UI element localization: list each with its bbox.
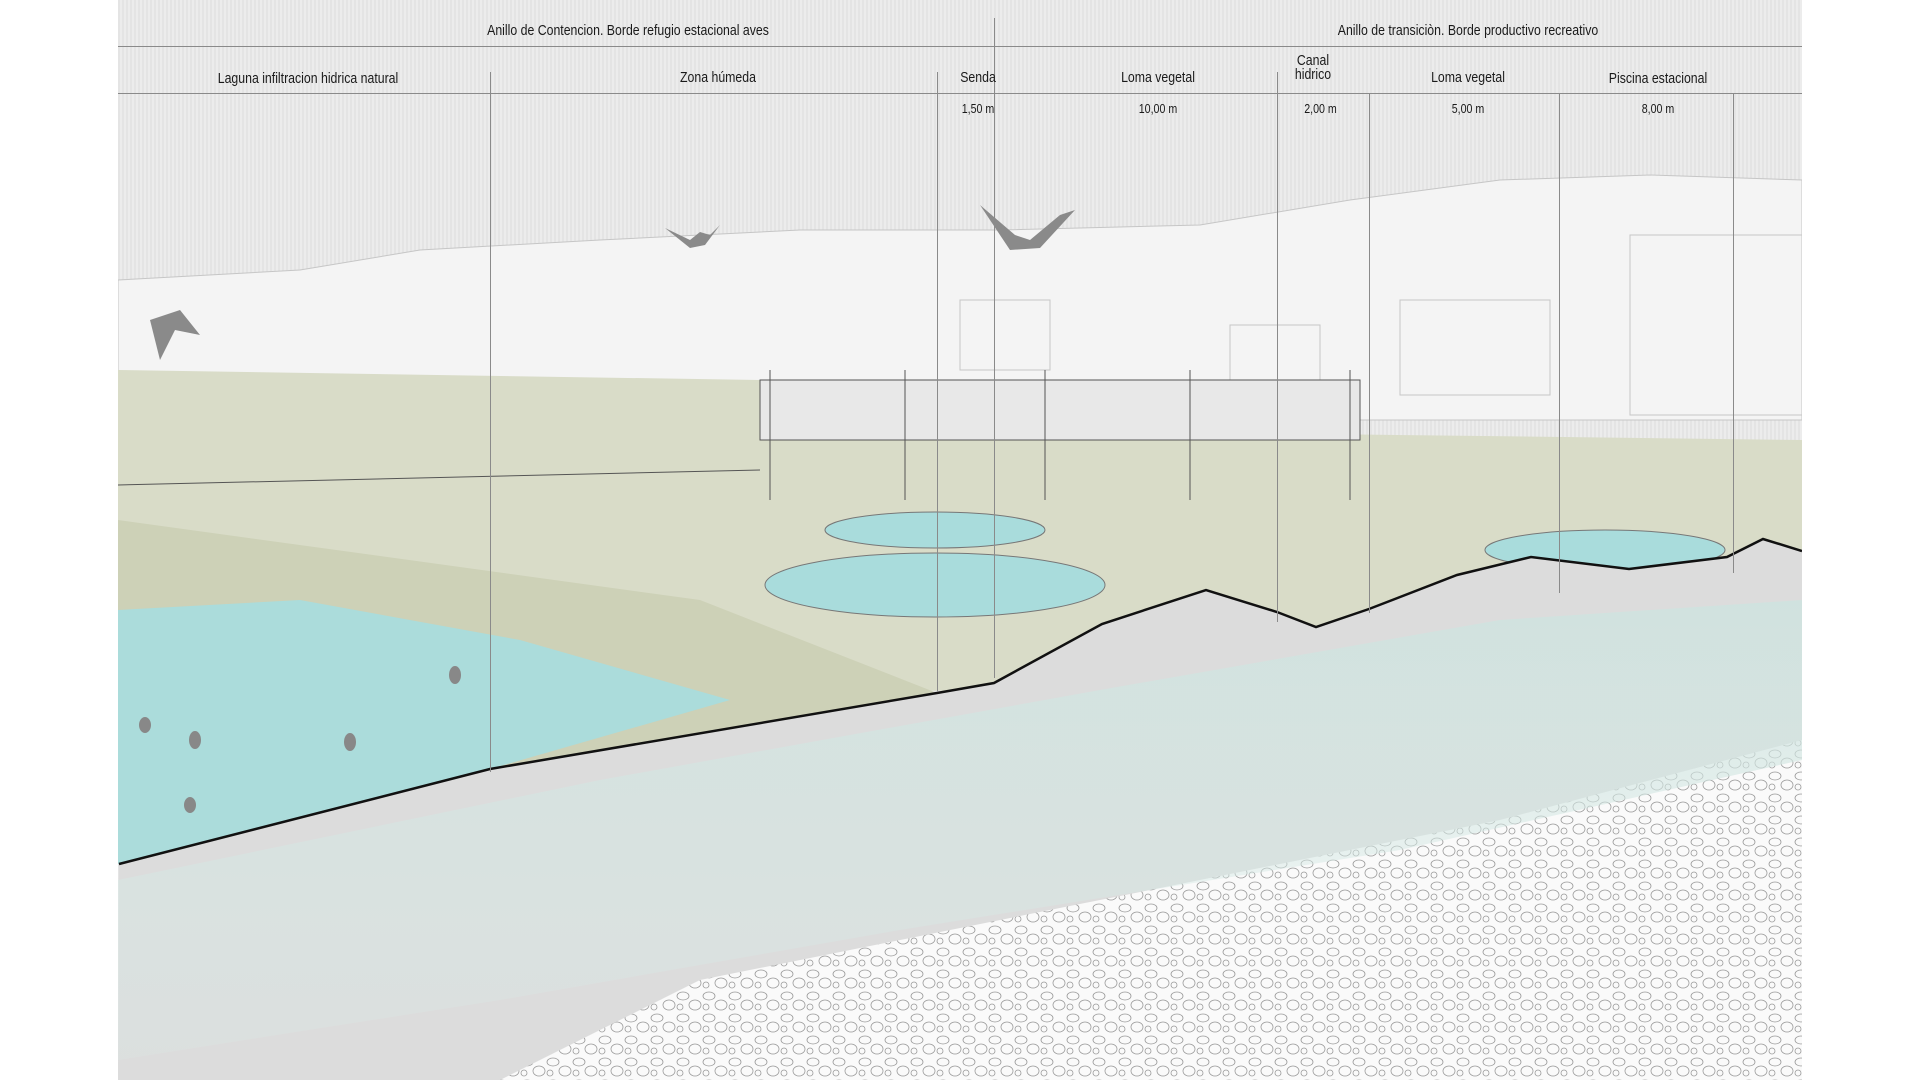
zone-divider [1733, 93, 1734, 573]
zone-width: 5,00 m [1451, 101, 1485, 116]
zone-width: 8,00 m [1641, 101, 1675, 116]
zone-divider [490, 72, 491, 772]
zone-title: Laguna infiltracion hidrica natural [217, 70, 399, 87]
zone-divider [1369, 93, 1370, 613]
zone-title: Senda [960, 69, 996, 86]
zone-width: 10,00 m [1138, 101, 1178, 116]
zone-divider [937, 72, 938, 692]
ring-title: Anillo de Contencion. Borde refugio esta… [487, 22, 769, 39]
zone-title: Loma vegetal [1121, 69, 1195, 86]
pond [824, 511, 1046, 549]
heron-icon [139, 666, 461, 813]
zone-title: Loma vegetal [1431, 69, 1505, 86]
header-divider [118, 46, 1802, 47]
section-illustration [118, 174, 1802, 1080]
zone-width: 2,00 m [1304, 101, 1337, 116]
zone-divider [1559, 93, 1560, 593]
pond [764, 552, 1106, 618]
zone-divider [1277, 72, 1278, 622]
ground-profile-line [118, 537, 1802, 866]
header-divider [118, 93, 1802, 94]
city-background [118, 174, 1802, 421]
lagoon-water [118, 600, 730, 864]
groundwater-mist [118, 600, 1802, 1060]
landscape-section-drawing: Anillo de Contencion. Borde refugio esta… [118, 0, 1802, 1080]
zone-title: Zona húmeda [680, 69, 756, 86]
zone-width: 1,50 m [961, 101, 995, 116]
zone-title: Piscina estacional [1608, 70, 1708, 87]
bird-icon [150, 205, 1075, 360]
ring-title: Anillo de transiciòn. Borde productivo r… [1337, 22, 1599, 39]
ring-divider [994, 18, 995, 678]
zone-title: Canal hidrico [1294, 52, 1332, 83]
walkway-structure [118, 370, 1361, 500]
